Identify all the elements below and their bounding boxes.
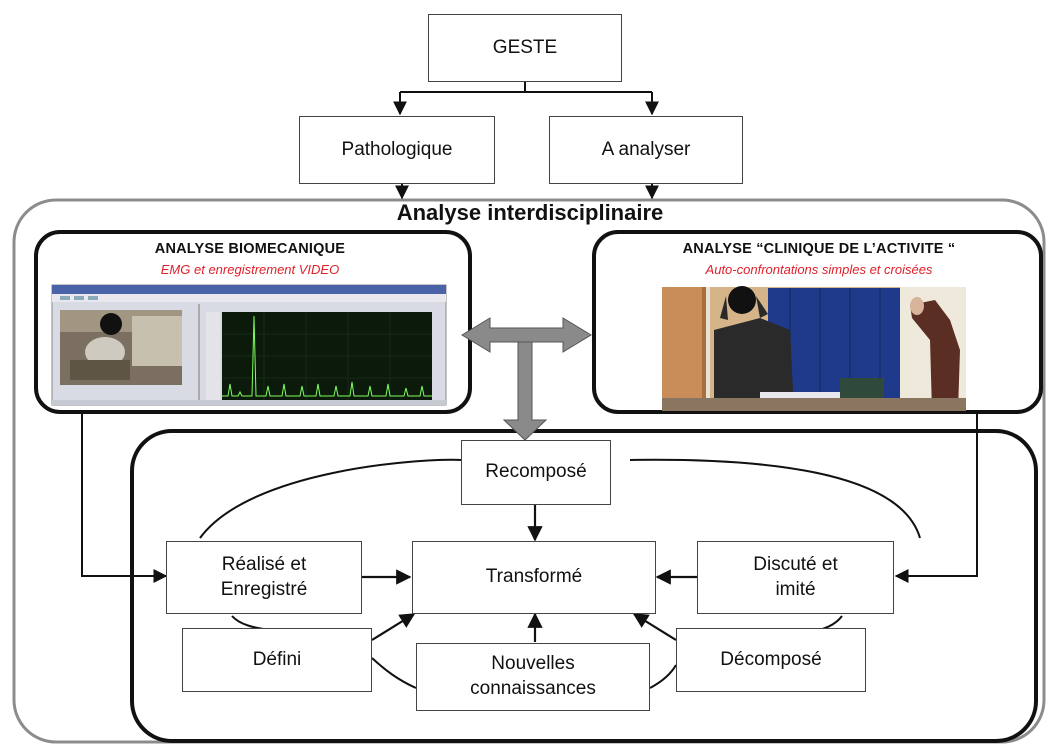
defini-label: Défini <box>252 648 302 670</box>
biomecanique-subtitle: EMG et enregistrement VIDEO <box>160 262 340 277</box>
analyse-interdisciplinaire-title: Analyse interdisciplinaire <box>396 200 664 225</box>
biomecanique-title: ANALYSE BIOMECANIQUE <box>154 241 346 257</box>
a-analyser-box: A analyser <box>549 116 743 184</box>
big-gray-arrows <box>461 317 592 441</box>
discute-box: Discuté et imité <box>697 541 894 614</box>
clinique-photo <box>662 286 966 411</box>
geste-box: GESTE <box>428 14 622 82</box>
realise-box: Réalisé et Enregistré <box>166 541 362 614</box>
side-connectors <box>81 412 978 583</box>
cycle-arcs <box>199 458 921 689</box>
pathologique-label: Pathologique <box>341 138 453 160</box>
decompose-label: Décomposé <box>720 648 822 670</box>
geste-label: GESTE <box>492 36 558 58</box>
defini-box: Défini <box>182 628 372 692</box>
nouvelles-connaissances-box: Nouvelles connaissances <box>416 643 650 711</box>
recompose-label: Recomposé <box>485 461 587 483</box>
inner-arrows <box>362 505 697 642</box>
pathologique-box: Pathologique <box>299 116 495 184</box>
discute-label: Discuté et imité <box>753 553 838 600</box>
clinique-subtitle: Auto-confrontations simples et croisées <box>705 262 933 277</box>
clinique-title: ANALYSE “CLINIQUE DE L’ACTIVITE “ <box>682 241 956 257</box>
emg-software-screenshot <box>51 284 447 406</box>
transforme-label: Transformé <box>485 566 583 588</box>
nouvelles-connaissances-label: Nouvelles connaissances <box>470 653 596 699</box>
top-tree-connectors <box>393 82 659 200</box>
decompose-box: Décomposé <box>676 628 866 692</box>
transforme-box: Transformé <box>412 541 656 614</box>
recompose-box: Recomposé <box>461 440 611 505</box>
realise-label: Réalisé et Enregistré <box>220 553 308 600</box>
a-analyser-label: A analyser <box>601 138 691 160</box>
